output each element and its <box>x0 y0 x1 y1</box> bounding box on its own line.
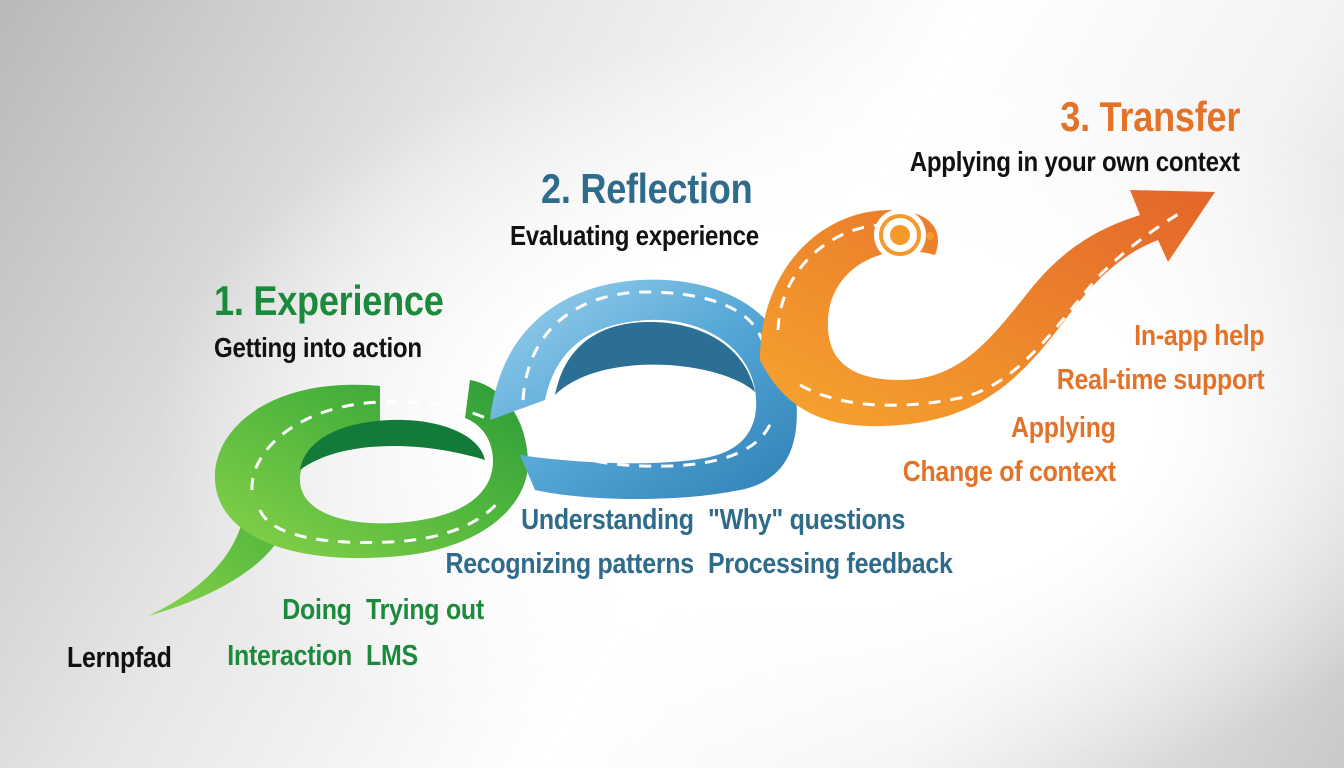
transfer-item-in-app-help: In-app help <box>1133 320 1264 352</box>
reflection-path-segment <box>490 279 797 500</box>
reflection-item-understanding: Understanding <box>521 504 694 536</box>
stage-3-subtitle: Applying in your own context <box>910 146 1240 177</box>
start-label: Lernpfad <box>67 642 172 674</box>
reflection-item-recognizing-patterns: Recognizing patterns <box>445 548 695 580</box>
transfer-item-applying: Applying <box>1011 412 1116 444</box>
experience-item-doing: Doing <box>282 594 353 626</box>
reflection-item-why-questions: "Why" questions <box>708 504 906 536</box>
transfer-item-change-of-context: Change of context <box>902 456 1116 488</box>
transfer-item-real-time-support: Real-time support <box>1056 364 1264 396</box>
stage-1-title: 1. Experience <box>214 277 444 324</box>
reflection-item-processing-feedback: Processing feedback <box>708 548 953 580</box>
experience-path-segment <box>148 380 529 616</box>
stage-2-title: 2. Reflection <box>541 165 753 212</box>
stage-3-title: 3. Transfer <box>1060 93 1240 140</box>
transfer-path-segment <box>760 190 1215 427</box>
experience-item-trying-out: Trying out <box>366 594 484 626</box>
stage-2-subtitle: Evaluating experience <box>510 220 759 251</box>
stage-1-subtitle: Getting into action <box>214 332 422 363</box>
experience-item-interaction: Interaction <box>227 640 352 672</box>
target-icon <box>874 209 934 261</box>
experience-item-lms: LMS <box>366 640 418 672</box>
